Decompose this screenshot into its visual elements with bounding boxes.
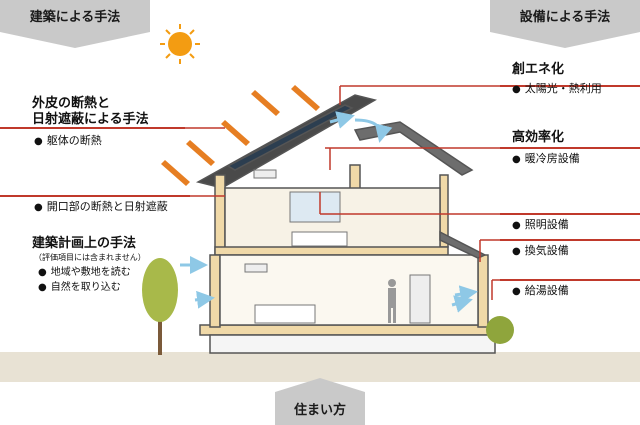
efficiency-item-hotwater-label: 給湯設備 <box>524 284 569 297</box>
bullet-icon: ● <box>512 286 521 297</box>
upper-window <box>289 191 341 223</box>
opening-item: ●開口部の断熱と日射遮蔽 <box>34 200 168 215</box>
bottom-banner-label: 住まい方 <box>293 402 346 418</box>
bullet-icon: ● <box>34 202 43 213</box>
envelope-item-label: 躯体の断熱 <box>46 134 102 147</box>
person-figure <box>388 279 396 323</box>
top-right-banner-label: 設備による手法 <box>519 9 611 25</box>
efficiency-item-ventilation-label: 換気設備 <box>524 244 569 257</box>
planning-item-1: ●地域や敷地を読む <box>38 266 131 280</box>
efficiency-item-lighting-label: 照明設備 <box>524 218 569 231</box>
upper-ac-unit <box>253 169 277 179</box>
efficiency-item-lighting: ●照明設備 <box>512 218 569 233</box>
efficiency-item-heating-label: 暖冷房設備 <box>524 152 580 165</box>
top-left-banner-label: 建築による手法 <box>29 9 121 25</box>
sun-icon <box>160 24 200 64</box>
leader-lines <box>185 85 505 300</box>
opening-item-label: 開口部の断熱と日射遮蔽 <box>46 200 168 213</box>
planning-item-1-label: 地域や敷地を読む <box>50 267 131 278</box>
bullet-icon: ● <box>512 154 521 165</box>
sofa <box>254 304 316 324</box>
creation-title: 創エネ化 <box>512 62 565 77</box>
bottom-banner-shape <box>275 378 365 425</box>
air-conditioner <box>244 263 268 273</box>
airflow-arrows <box>180 111 478 313</box>
planning-item-2: ●自然を取り込む <box>38 281 121 295</box>
top-left-banner: 建築による手法 <box>0 4 150 26</box>
bottom-banner: 住まい方 <box>275 396 365 420</box>
efficiency-item-hotwater: ●給湯設備 <box>512 284 569 299</box>
tree-right <box>486 316 514 344</box>
planning-item-2-label: 自然を取り込む <box>50 282 121 293</box>
envelope-item: ●躯体の断熱 <box>34 134 102 149</box>
house <box>195 94 496 354</box>
leader-line-connectors <box>0 85 640 281</box>
bullet-icon: ● <box>38 282 47 293</box>
bullet-icon: ● <box>512 220 521 231</box>
efficiency-title: 高効率化 <box>512 130 565 145</box>
top-left-banner-shape <box>0 0 150 48</box>
bullet-icon: ● <box>38 267 47 278</box>
envelope-title-line2: 日射遮蔽による手法 <box>32 112 149 127</box>
sun-ray-arrows <box>161 85 320 186</box>
planning-note: （評価項目には含まれません） <box>34 253 146 262</box>
creation-item-label: 太陽光・熱利用 <box>524 82 602 95</box>
envelope-title-line1: 外皮の断熱と <box>32 96 111 111</box>
bullet-icon: ● <box>512 246 521 257</box>
bullet-icon: ● <box>34 136 43 147</box>
fridge <box>409 274 431 324</box>
planning-title: 建築計画上の手法 <box>32 236 137 251</box>
efficiency-item-heating: ●暖冷房設備 <box>512 152 580 167</box>
top-right-banner: 設備による手法 <box>490 4 640 26</box>
ground <box>0 352 640 382</box>
creation-item: ●太陽光・熱利用 <box>512 82 602 97</box>
bed <box>291 231 348 247</box>
efficiency-item-ventilation: ●換気設備 <box>512 244 569 259</box>
tree-left <box>142 258 178 355</box>
bullet-icon: ● <box>512 84 521 95</box>
top-right-banner-shape <box>490 0 640 48</box>
